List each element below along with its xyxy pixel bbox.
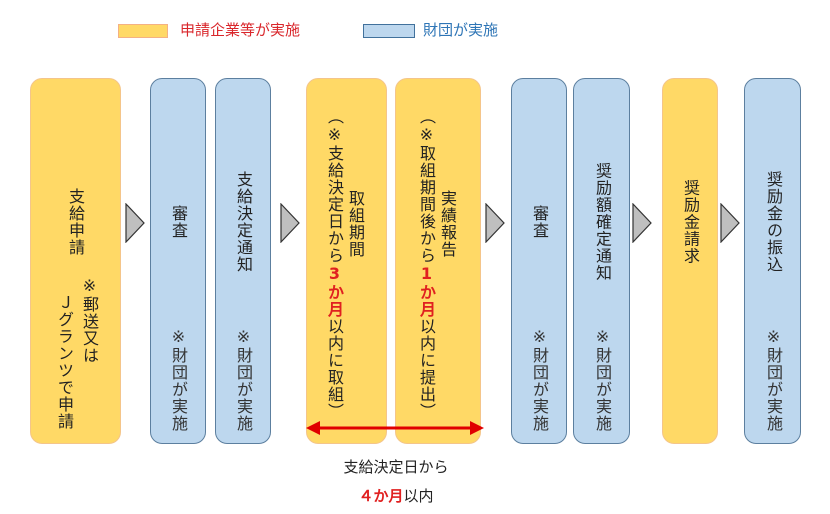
note-text: 以内に提出）	[417, 318, 436, 420]
step-grant-transfer-note: ※財団が実施	[764, 327, 783, 432]
legend-swatch-applicant	[118, 24, 168, 38]
step-grant-request-title: 奨励金請求	[681, 179, 700, 265]
step-review-2	[511, 78, 567, 444]
step-application-note-2: Ｊグランツで申請	[55, 294, 74, 430]
step-implementation-period-title: 取組期間	[346, 190, 365, 258]
arrow-right-icon	[125, 203, 145, 243]
step-result-report	[395, 78, 481, 444]
step-amount-notice-note: ※財団が実施	[593, 327, 612, 432]
step-review-2-note: ※財団が実施	[530, 327, 549, 432]
period-caption-line2: ４か月以内	[306, 485, 486, 506]
step-application-note-1: ※郵送又は	[80, 276, 99, 364]
period-suffix: 以内	[403, 487, 434, 505]
step-decision-notice	[215, 78, 271, 444]
note-highlight-unit: か月	[417, 284, 436, 318]
note-highlight-number: 3	[325, 264, 344, 284]
step-result-report-title: 実績報告	[438, 190, 457, 258]
step-review-1-note: ※財団が実施	[169, 327, 188, 432]
step-application	[30, 78, 121, 444]
step-implementation-period-note: （※支給決定日から3か月以内に取組）	[325, 108, 344, 420]
note-text: （※支給決定日から	[325, 108, 344, 264]
step-result-report-note: （※取組期間後から1か月以内に提出）	[417, 108, 436, 420]
step-grant-transfer	[744, 78, 801, 444]
step-amount-notice-title: 奨励額確定通知	[593, 162, 612, 282]
arrow-right-icon	[485, 203, 505, 243]
note-text: 以内に取組）	[325, 318, 344, 420]
step-application-title: 支給申請	[66, 188, 85, 256]
legend-label-foundation: 財団が実施	[423, 21, 499, 39]
note-highlight-number: 1	[417, 264, 436, 284]
period-caption-line1: 支給決定日から	[343, 458, 449, 476]
arrow-right-icon	[720, 203, 740, 243]
arrow-right-icon	[632, 203, 652, 243]
note-highlight-unit: か月	[325, 284, 344, 318]
step-decision-notice-title: 支給決定通知	[234, 171, 253, 273]
step-review-1	[150, 78, 206, 444]
step-amount-notice	[573, 78, 630, 444]
step-grant-transfer-title: 奨励金の振込	[764, 171, 783, 273]
step-implementation-period	[306, 78, 387, 444]
step-decision-notice-note: ※財団が実施	[234, 327, 253, 432]
note-text: （※取組期間後から	[417, 108, 436, 264]
period-double-arrow-icon	[306, 421, 484, 435]
step-review-1-title: 審査	[169, 205, 188, 239]
legend-swatch-foundation	[363, 24, 415, 38]
step-review-2-title: 審査	[530, 205, 549, 239]
legend-label-applicant: 申請企業等が実施	[180, 21, 301, 39]
arrow-right-icon	[280, 203, 300, 243]
period-highlight-number: ４	[358, 487, 374, 505]
step-grant-request	[662, 78, 718, 444]
period-highlight-unit: か月	[373, 487, 404, 505]
